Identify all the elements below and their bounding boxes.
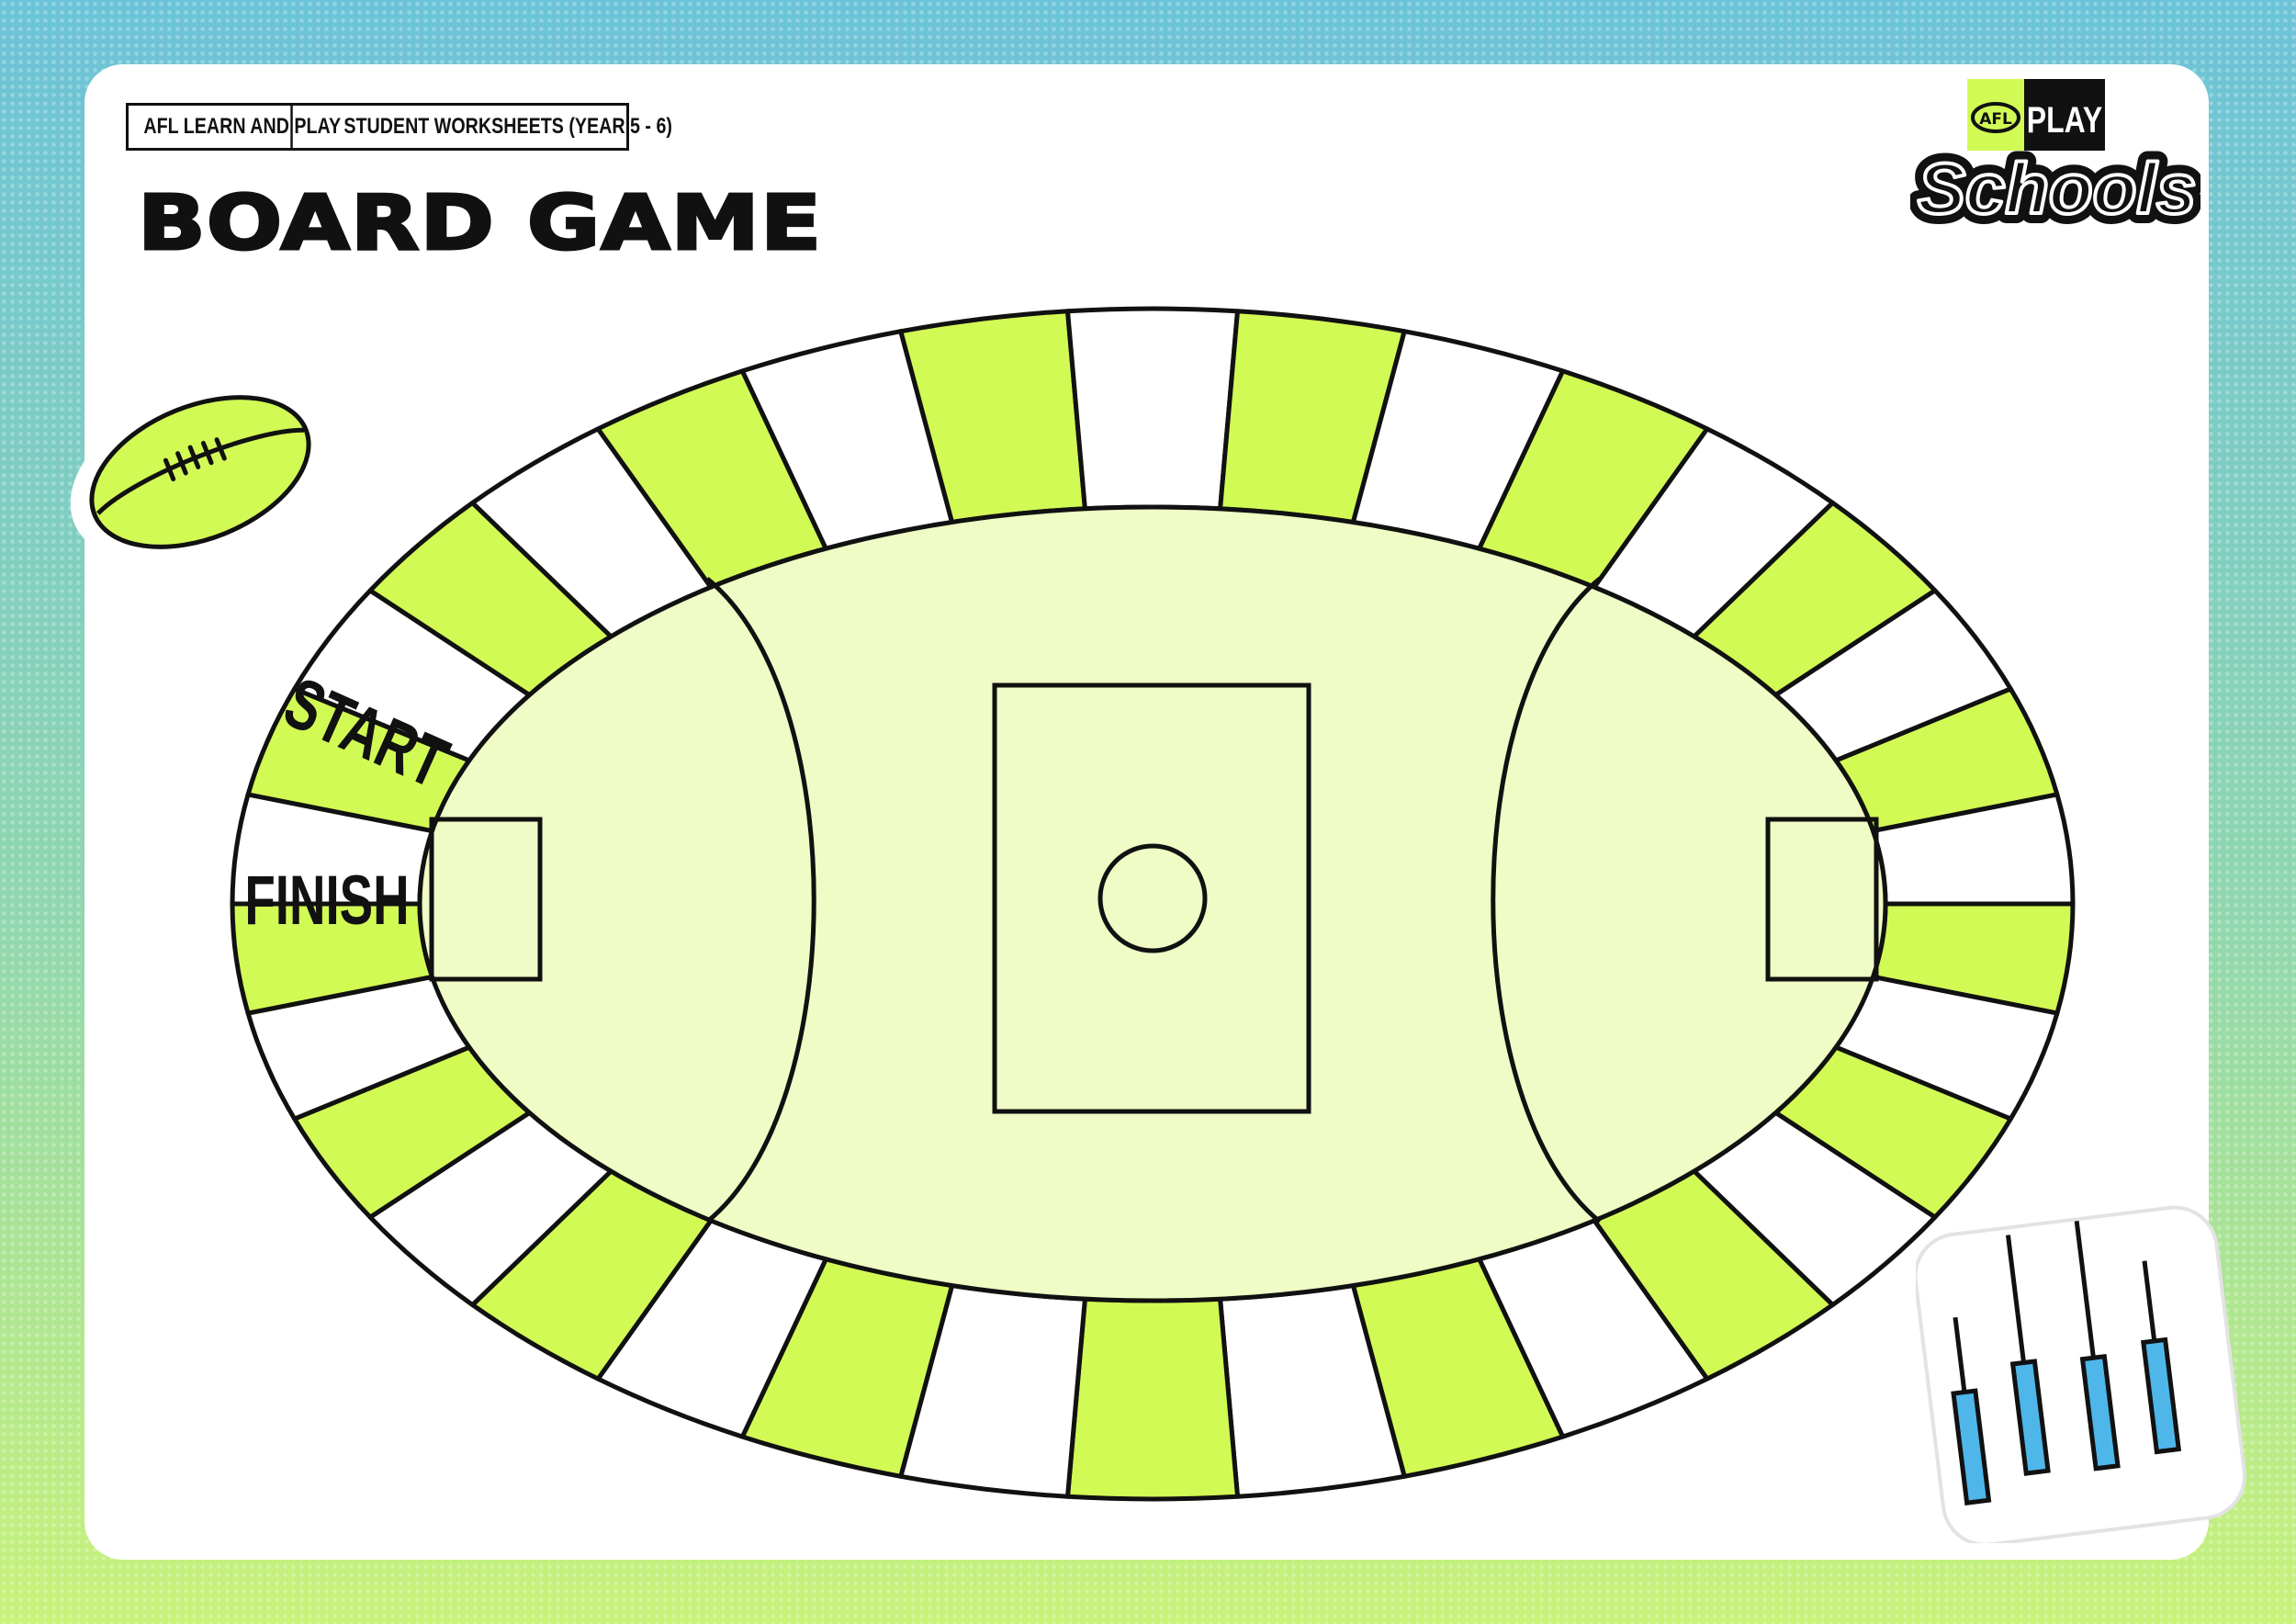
breadcrumb: AFL LEARN AND PLAY STUDENT WORKSHEETS (Y…	[126, 103, 672, 151]
kicking-tee	[1951, 1316, 1992, 1506]
football-icon	[70, 379, 331, 565]
page-title: BOARD GAME	[136, 179, 823, 269]
logo-afl-oval	[1971, 102, 2020, 133]
left-goal-square	[429, 817, 543, 982]
finish-label: FINISH	[244, 862, 409, 940]
field-oval	[417, 504, 1888, 1303]
tees-sticker-border	[1916, 1205, 2246, 1543]
logo-schools-text: Schools	[1918, 148, 2196, 229]
playing-field	[417, 504, 1888, 1303]
logo-afl-text: AFL	[1979, 110, 2012, 129]
board-square	[1065, 1296, 1240, 1502]
right-goal-square	[1765, 817, 1879, 982]
kicking-tees-icon	[1916, 1205, 2246, 1543]
kicking-tee	[2074, 1221, 2121, 1472]
centre-circle	[1097, 843, 1208, 953]
logo-afl-block	[1967, 79, 2024, 151]
kicking-tee	[2005, 1235, 2051, 1476]
logo-play-text: PLAY	[2027, 99, 2102, 141]
afl-play-schools-logo: AFL PLAY Schools Schools	[1910, 79, 2200, 236]
board-track	[230, 306, 2076, 1502]
kicking-tee	[2141, 1260, 2182, 1455]
logo-play-block	[2024, 79, 2105, 151]
football-laces	[163, 437, 227, 482]
football-body	[89, 395, 311, 549]
logo-schools-outline: Schools	[1918, 148, 2196, 229]
board-square	[1065, 306, 1240, 512]
centre-square	[992, 682, 1311, 1114]
left-arc	[705, 577, 816, 1224]
right-arc	[1491, 577, 1602, 1224]
